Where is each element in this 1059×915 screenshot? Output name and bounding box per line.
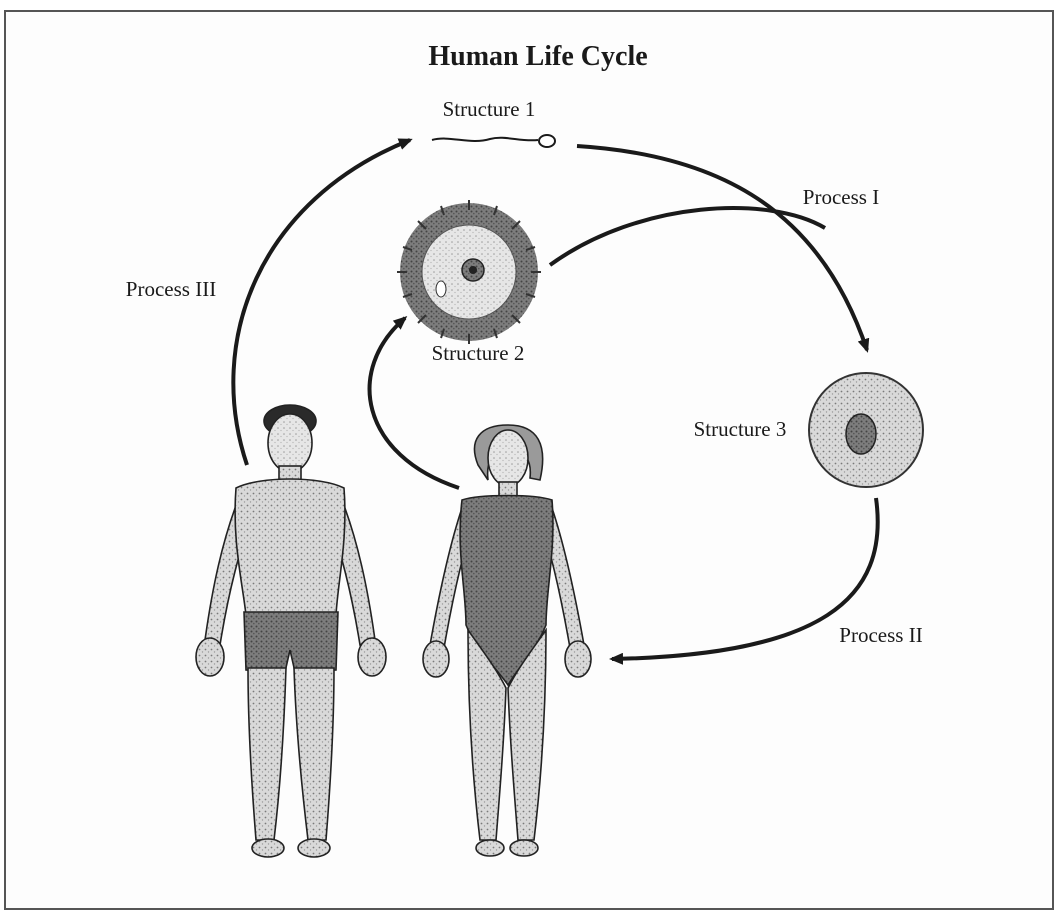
process-3-arrow bbox=[233, 140, 410, 465]
sperm-structure-1 bbox=[432, 135, 555, 147]
process-1-label: Process I bbox=[803, 185, 879, 209]
process-3-label: Process III bbox=[126, 277, 216, 301]
diagram-title: Human Life Cycle bbox=[428, 41, 647, 72]
structure-1-label: Structure 1 bbox=[443, 97, 536, 121]
zygote-structure-3 bbox=[809, 373, 923, 487]
process-1-arrow-sperm bbox=[577, 146, 867, 350]
female-figure bbox=[423, 425, 591, 856]
structure-3-label: Structure 3 bbox=[694, 417, 787, 441]
process-2-arrow bbox=[612, 498, 878, 659]
egg-structure-2 bbox=[397, 200, 541, 344]
male-figure bbox=[196, 405, 386, 857]
structure-2-label: Structure 2 bbox=[432, 341, 525, 365]
process-2-label: Process II bbox=[839, 623, 922, 647]
